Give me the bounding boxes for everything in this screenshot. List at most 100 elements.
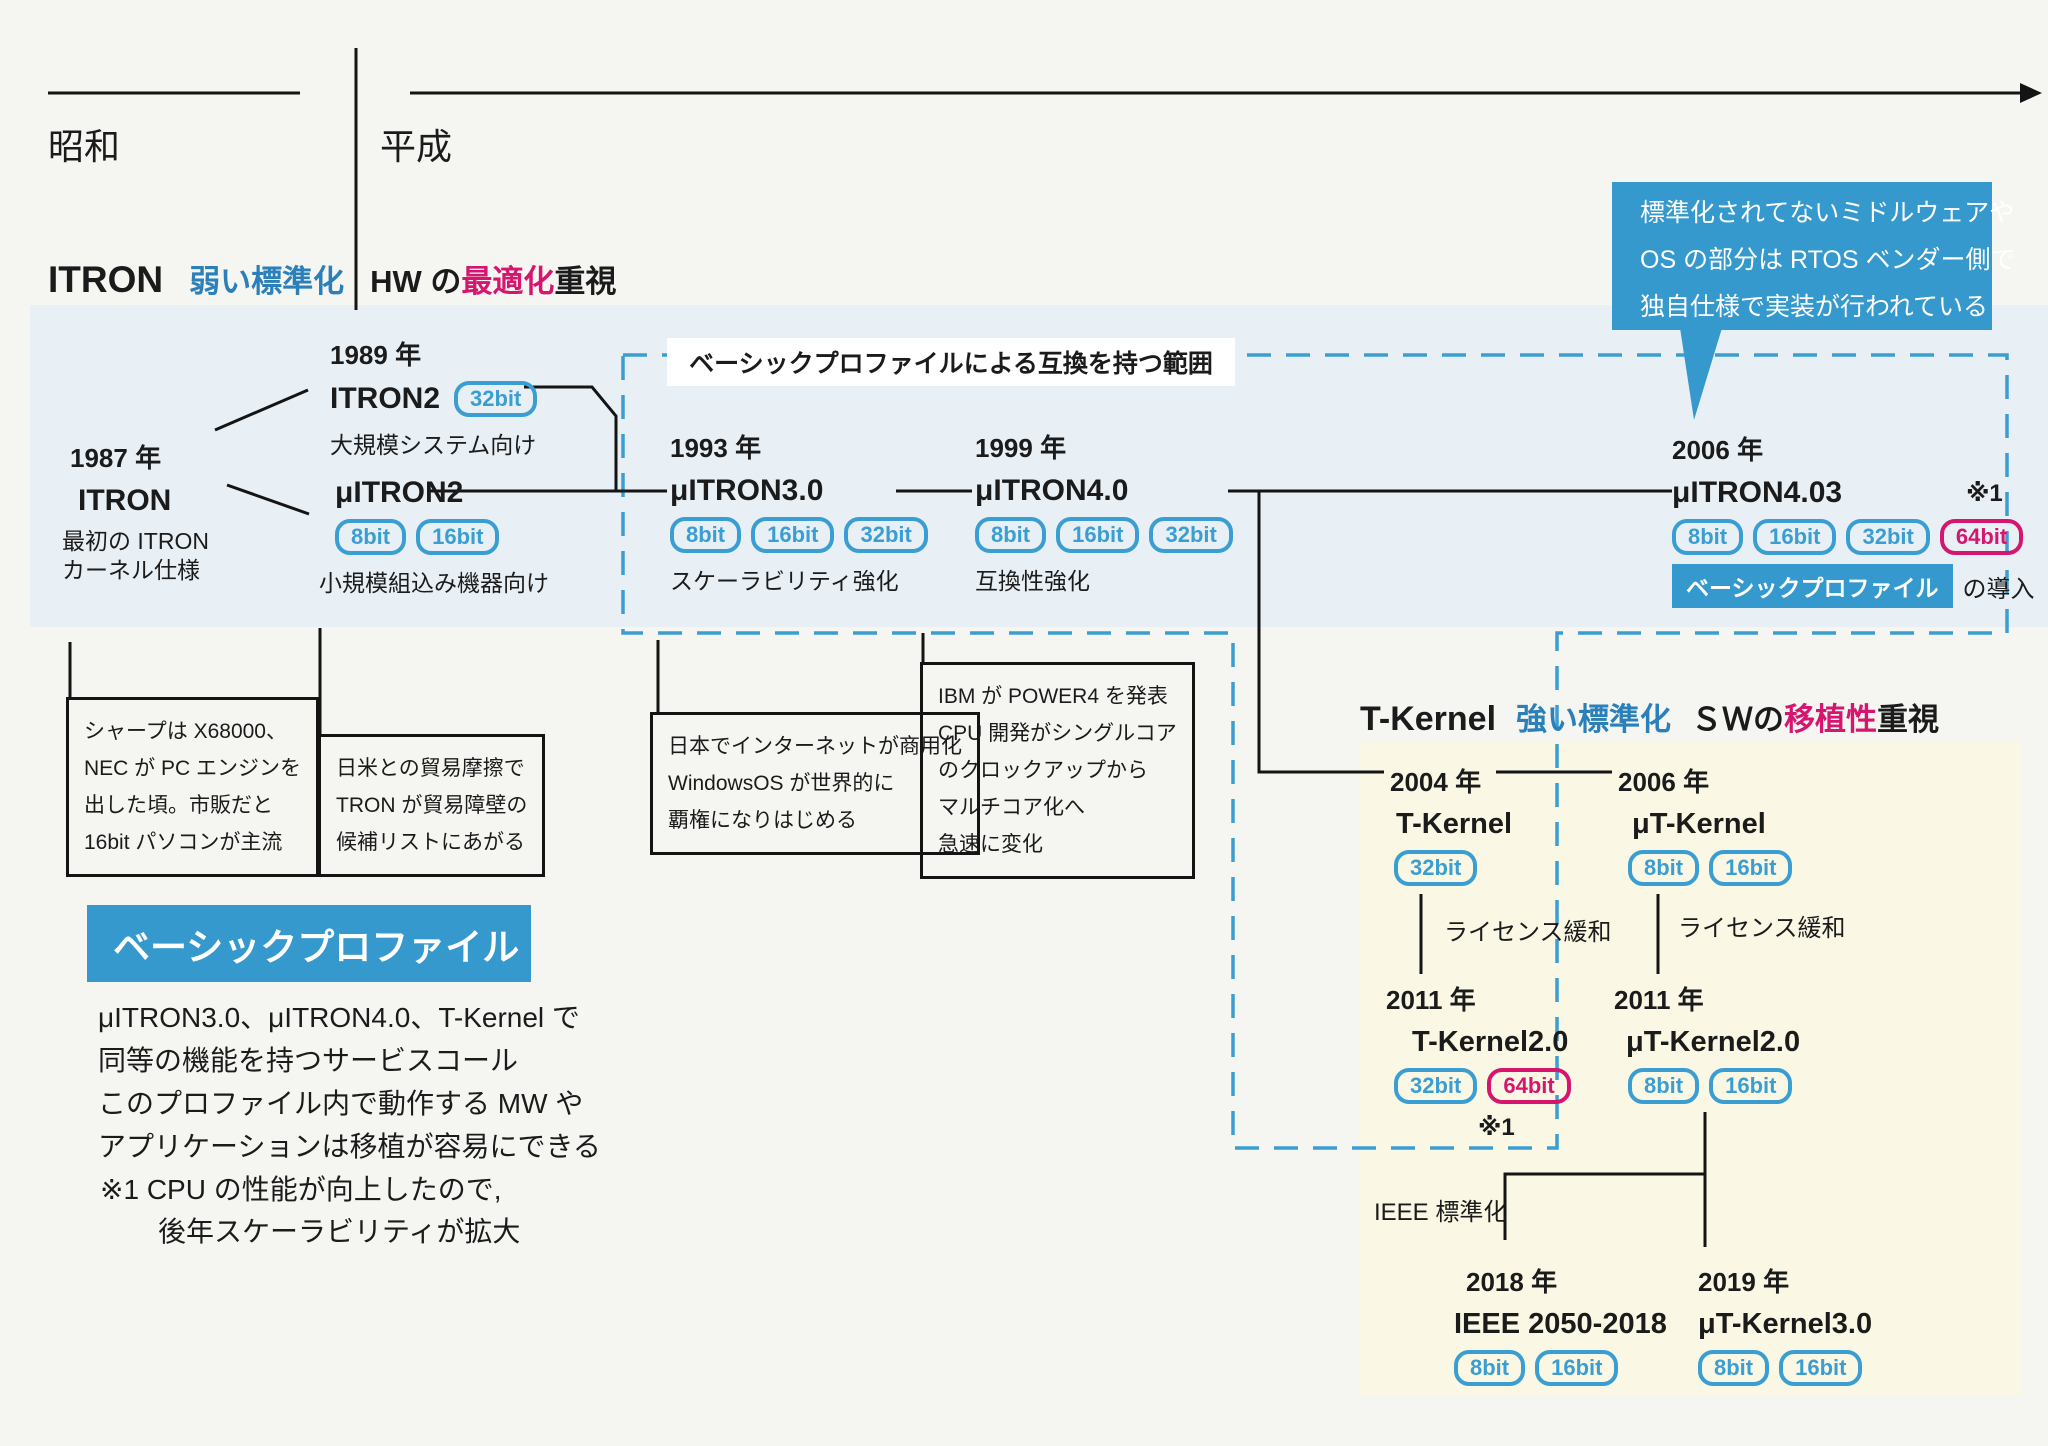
node-name: T-Kernel2.0 — [1412, 1026, 1569, 1058]
bit-badge-16: 16bit — [1535, 1350, 1619, 1386]
node-tkernel-2004: 2004 年 T-Kernel 32bit — [1390, 762, 1512, 886]
node-desc-line: 最初の ITRON — [62, 528, 209, 554]
bit-badge-8: 8bit — [1628, 850, 1700, 886]
node-year: 1989 年 — [330, 340, 422, 370]
bit-badge-8: 8bit — [670, 517, 742, 553]
node-year: 1999 年 — [975, 433, 1067, 463]
tkernel-emphasis-tag: ＳＷの移植性重視 — [1691, 694, 1939, 739]
callout-line: OS の部分は RTOS ベンダー側で — [1640, 246, 2016, 274]
node-name: μITRON4.0 — [975, 474, 1129, 507]
callout-line: 独自仕様で実装が行われている — [1640, 293, 1989, 321]
node-ieee2018: 2018 年 IEEE 2050-2018 8bit 16bit — [1454, 1262, 1667, 1386]
context-line: TRON が貿易障壁の — [336, 794, 528, 817]
badge-row: 8bit 16bit — [335, 519, 549, 555]
badge-row: 8bit 16bit — [1628, 1068, 1800, 1104]
node-itron2: 1989 年 ITRON2 32bit 大規模システム向け — [330, 335, 538, 460]
legend-line: 同等の機能を持つサービスコール — [98, 1045, 519, 1076]
node-itron-1987: 1987 年 ITRON 最初の ITRON カーネル仕様 — [62, 438, 209, 585]
tkernel-section-title: T-Kernel — [1360, 700, 1497, 738]
badge-row: 8bit 16bit — [1628, 850, 1793, 886]
basic-profile-row: ベーシックプロファイル の導入 — [1672, 564, 2035, 608]
node-name: μT-Kernel — [1632, 808, 1766, 840]
footnote-line-2: 後年スケーラビリティが拡大 — [158, 1216, 521, 1247]
node-uitron2: μITRON2 8bit 16bit 小規模組込み機器向け — [319, 476, 549, 598]
badge-row: 8bit 16bit 32bit 64bit — [1672, 519, 2035, 555]
itron-section-header: ITRON 弱い標準化 HW の最適化重視 — [48, 256, 616, 301]
context-line: マルチコア化へ — [938, 796, 1085, 819]
context-line: WindowsOS が世界的に — [668, 772, 895, 795]
bit-badge-16: 16bit — [1779, 1350, 1863, 1386]
context-line: 日本でインターネットが商用化 — [668, 735, 962, 758]
node-uitron40: 1999 年 μITRON4.0 8bit 16bit 32bit 互換性強化 — [975, 428, 1233, 596]
bit-badge-32: 32bit — [844, 517, 928, 553]
node-utkernel-2006: 2006 年 μT-Kernel 8bit 16bit — [1618, 762, 1793, 886]
node-uitron403: 2006 年 μITRON4.03 ※1 8bit 16bit 32bit 64… — [1672, 430, 2035, 608]
bit-badge-8: 8bit — [1628, 1068, 1700, 1104]
bit-badge-8: 8bit — [1672, 519, 1744, 555]
bit-badge-16: 16bit — [1709, 1068, 1793, 1104]
connector-ieee-branch — [1503, 1172, 1705, 1240]
badge-row: 8bit 16bit 32bit — [975, 517, 1233, 553]
context-box-internet: 日本でインターネットが商用化 WindowsOS が世界的に 覇権になりはじめる — [650, 712, 980, 855]
connector-itron-to-itron2 — [214, 388, 309, 432]
badge-row: 8bit 16bit — [1698, 1350, 1872, 1386]
node-desc: 小規模組込み機器向け — [319, 570, 549, 596]
compatibility-range-title: ベーシックプロファイルによる互換を持つ範囲 — [667, 338, 1235, 386]
bit-badge-64: 64bit — [1939, 519, 2024, 555]
node-name-row: μITRON4.03 ※1 — [1672, 476, 2035, 510]
tkernel-section-header: T-Kernel 強い標準化 ＳＷの移植性重視 — [1360, 694, 1939, 739]
context-box-ibm: IBM が POWER4 を発表 CPU 開発がシングルコア のクロックアップか… — [920, 662, 1195, 879]
connector-itron-to-uitron2 — [226, 483, 310, 516]
context-line: のクロックアップから — [938, 759, 1148, 782]
footnote-marker: ※1 — [1478, 1114, 1515, 1141]
bit-badge-32: 32bit — [1394, 1068, 1478, 1104]
bit-badge-64: 64bit — [1487, 1068, 1571, 1104]
node-year: 2018 年 — [1466, 1267, 1558, 1297]
node-name: μT-Kernel3.0 — [1698, 1308, 1873, 1340]
node-utkernel20: 2011 年 μT-Kernel2.0 8bit 16bit — [1614, 980, 1800, 1104]
node-desc: 大規模システム向け — [330, 432, 537, 458]
node-year: 2011 年 — [1614, 985, 1704, 1015]
footnote-marker: ※1 — [1966, 479, 2003, 507]
vendor-callout: 標準化されてないミドルウェアや OS の部分は RTOS ベンダー側で 独自仕様… — [1612, 182, 2016, 330]
node-desc-line: カーネル仕様 — [62, 557, 200, 583]
context-line: 出した頃。市販だと — [84, 794, 273, 817]
node-name: μT-Kernel2.0 — [1626, 1026, 1801, 1058]
node-year: 2006 年 — [1672, 435, 1764, 465]
basic-profile-chip: ベーシックプロファイル — [1672, 564, 1953, 608]
node-name: μITRON3.0 — [670, 474, 824, 507]
axis-arrowhead — [2020, 83, 2042, 103]
bit-badge-16: 16bit — [1709, 850, 1793, 886]
bit-badge-32: 32bit — [1846, 519, 1930, 555]
node-name: ITRON2 — [330, 382, 441, 415]
node-desc: 互換性強化 — [975, 568, 1090, 594]
itron-section-title: ITRON — [48, 259, 164, 300]
node-uitron30: 1993 年 μITRON3.0 8bit 16bit 32bit スケーラビリ… — [670, 428, 928, 596]
tkernel-standardization-tag: 強い標準化 — [1516, 702, 1672, 737]
itron-emphasis-pre: HW の — [370, 264, 462, 299]
license-label-right: ライセンス緩和 — [1678, 915, 1846, 942]
node-year: 2011 年 — [1386, 985, 1476, 1015]
badge-row: 8bit 16bit — [1454, 1350, 1667, 1386]
bit-badge-8: 8bit — [1454, 1350, 1526, 1386]
context-line: 覇権になりはじめる — [668, 809, 857, 832]
node-year: 2004 年 — [1390, 767, 1482, 797]
bit-badge-8: 8bit — [975, 517, 1047, 553]
context-line: NEC が PC エンジンを — [84, 757, 302, 780]
bit-badge-16: 16bit — [751, 517, 835, 553]
context-box-sharp: シャープは X68000、 NEC が PC エンジンを 出した頃。市販だと 1… — [66, 697, 320, 877]
node-year: 2019 年 — [1698, 1267, 1790, 1297]
badge-row: 8bit 16bit 32bit — [670, 517, 928, 553]
node-year: 1993 年 — [670, 433, 762, 463]
bit-badge-16: 16bit — [1753, 519, 1837, 555]
basic-profile-legend-title: ベーシックプロファイル — [87, 905, 531, 982]
vendor-callout-tail — [1680, 328, 1722, 420]
context-line: 16bit パソコンが主流 — [84, 831, 283, 854]
context-box-trade: 日米との貿易摩擦で TRON が貿易障壁の 候補リストにあがる — [318, 734, 546, 877]
node-name: ITRON — [78, 484, 172, 517]
bit-badge-16: 16bit — [416, 519, 500, 555]
node-name: T-Kernel — [1396, 808, 1513, 840]
node-name-row: ITRON2 32bit — [330, 381, 538, 417]
